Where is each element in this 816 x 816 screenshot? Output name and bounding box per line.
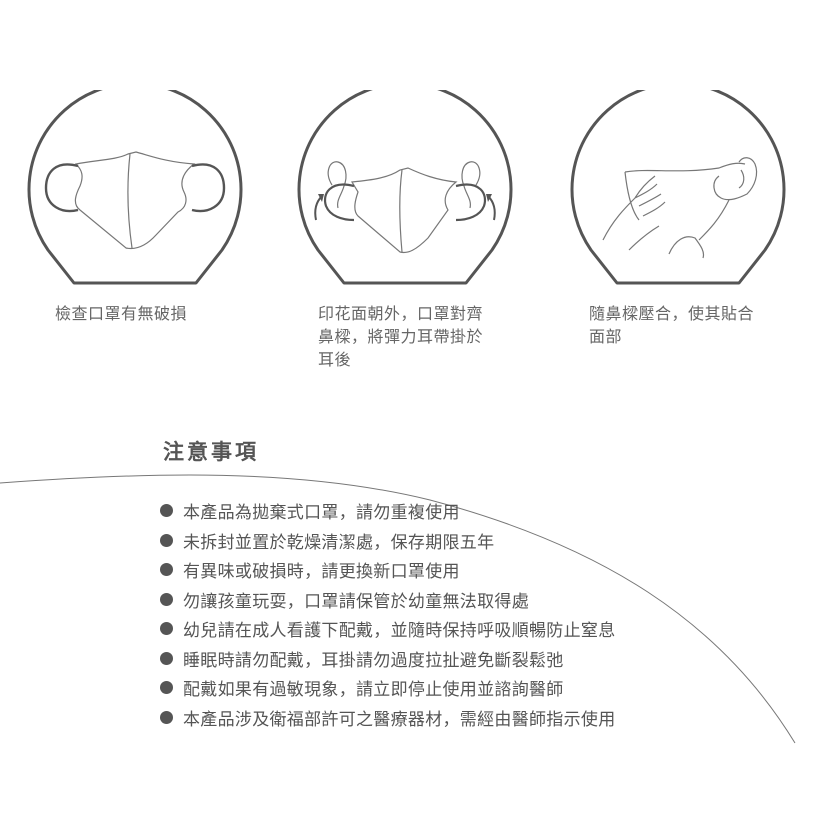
notice-item: 勿讓孩童玩耍，口罩請保管於幼童無法取得處	[160, 585, 616, 615]
mask-ear-loop-icon	[297, 90, 513, 285]
bullet-icon	[160, 622, 173, 636]
bullet-icon	[160, 533, 173, 547]
notice-list: 本產品為拋棄式口罩，請勿重複使用 未拆封並置於乾燥清潔處，保存期限五年 有異味或…	[160, 496, 616, 732]
notice-item: 有異味或破損時，請更換新口罩使用	[160, 555, 616, 585]
step-2-caption: 印花面朝外，口罩對齊 鼻樑，將彈力耳帶掛於 耳後	[318, 302, 483, 371]
notice-item: 未拆封並置於乾燥清潔處，保存期限五年	[160, 526, 616, 556]
notice-item: 本產品為拋棄式口罩，請勿重複使用	[160, 496, 616, 526]
bullet-icon	[160, 592, 173, 606]
caption-line: 面部	[589, 327, 623, 346]
notice-item: 睡眠時請勿配戴，耳掛請勿過度拉扯避免斷裂鬆弛	[160, 644, 616, 674]
mask-press-nose-icon	[570, 90, 786, 285]
notice-item: 幼兒請在成人看護下配戴，並隨時保持呼吸順暢防止窒息	[160, 614, 616, 644]
notice-item: 本產品涉及衛福部許可之醫療器材，需經由醫師指示使用	[160, 703, 616, 733]
step-3-caption: 隨鼻樑壓合，使其貼合 面部	[589, 302, 754, 348]
bullet-icon	[160, 651, 173, 665]
step-1-illustration	[26, 90, 246, 290]
caption-line: 印花面朝外，口罩對齊	[318, 304, 484, 323]
bullet-icon	[160, 563, 173, 577]
notice-title: 注意事項	[163, 439, 259, 464]
caption-line: 鼻樑，將彈力耳帶掛於	[318, 327, 484, 346]
notice-item-text: 睡眠時請勿配戴，耳掛請勿過度拉扯避免斷裂鬆弛	[183, 650, 564, 671]
step-2-illustration	[296, 90, 516, 290]
caption-line: 耳後	[318, 350, 352, 369]
bullet-icon	[160, 681, 173, 695]
notice-item-text: 配戴如果有過敏現象，請立即停止使用並諮詢醫師	[183, 680, 564, 701]
notice-item-text: 未拆封並置於乾燥清潔處，保存期限五年	[183, 532, 495, 553]
mask-inspect-icon	[27, 90, 243, 285]
notice-item-text: 勿讓孩童玩耍，口罩請保管於幼童無法取得處	[183, 591, 529, 612]
bullet-icon	[160, 710, 173, 724]
notice-item-text: 幼兒請在成人看護下配戴，並隨時保持呼吸順暢防止窒息	[183, 621, 616, 642]
notice-item: 配戴如果有過敏現象，請立即停止使用並諮詢醫師	[160, 673, 616, 703]
step-1-caption: 檢查口罩有無破損	[55, 302, 187, 325]
step-3-illustration	[569, 90, 789, 290]
notice-item-text: 本產品涉及衛福部許可之醫療器材，需經由醫師指示使用	[183, 709, 616, 730]
bullet-icon	[160, 504, 173, 518]
notice-item-text: 本產品為拋棄式口罩，請勿重複使用	[183, 503, 460, 524]
caption-line: 隨鼻樑壓合，使其貼合	[589, 304, 755, 323]
notice-item-text: 有異味或破損時，請更換新口罩使用	[183, 562, 460, 583]
caption-line: 檢查口罩有無破損	[55, 304, 188, 323]
